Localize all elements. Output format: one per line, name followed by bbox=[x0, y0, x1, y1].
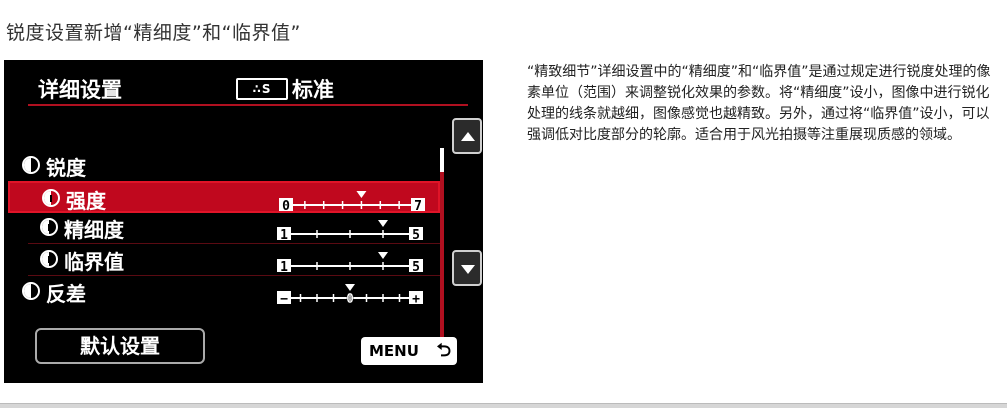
sharpness-icon bbox=[22, 156, 40, 174]
arrow-up-icon bbox=[461, 132, 475, 141]
scrollbar-track[interactable] bbox=[440, 148, 444, 344]
slider-min-label: 1 bbox=[280, 228, 288, 240]
slider-max-label: 5 bbox=[412, 228, 420, 240]
slider-max-label: + bbox=[412, 292, 420, 304]
slider-min-label-box bbox=[277, 259, 291, 272]
arrow-down-icon bbox=[461, 265, 475, 274]
slider-max-label-box bbox=[409, 291, 423, 304]
bottom-divider bbox=[0, 403, 1007, 408]
menu-row-4[interactable]: 反差 − +0 bbox=[8, 276, 440, 308]
menu-return-button[interactable]: MENU ⮌ bbox=[361, 337, 457, 365]
menu-row-0[interactable]: 锐度 bbox=[8, 150, 440, 182]
picture-style-icon: ∴S bbox=[236, 78, 288, 100]
default-settings-button[interactable]: 默认设置 bbox=[35, 328, 205, 364]
row-divider bbox=[28, 243, 440, 244]
screen-header: 详细设置 ∴S 标准 bbox=[4, 60, 483, 106]
header-divider bbox=[28, 104, 468, 106]
header-title: 详细设置 bbox=[38, 78, 122, 102]
slider-min-label: 0 bbox=[282, 199, 290, 211]
strength-icon bbox=[42, 189, 60, 207]
scrollbar-thumb[interactable] bbox=[440, 148, 444, 172]
menu-row-label: 锐度 bbox=[46, 156, 86, 180]
return-icon: ⮌ bbox=[436, 340, 451, 361]
slider-min-label-box bbox=[279, 198, 293, 211]
slider-value-marker bbox=[356, 191, 367, 198]
slider-value-marker bbox=[345, 284, 355, 291]
slider-max-label-box bbox=[409, 227, 423, 240]
threshold-icon bbox=[40, 250, 58, 268]
slider-max-label: 7 bbox=[414, 199, 422, 211]
slider-value-marker bbox=[378, 220, 388, 227]
slider-min-label-box bbox=[277, 291, 291, 304]
description-text: “精致细节”详细设置中的“精细度”和“临界值”是通过规定进行锐度处理的像素单位（… bbox=[527, 64, 991, 143]
slider-min-label: − bbox=[280, 292, 288, 304]
scroll-up-button[interactable] bbox=[452, 118, 482, 154]
slider-min-label-box bbox=[277, 227, 291, 240]
fineness-icon bbox=[40, 218, 58, 236]
menu-row-label: 临界值 bbox=[64, 250, 124, 274]
page-title: 锐度设置新增“精细度”和“临界值” bbox=[6, 22, 301, 44]
picture-style-name: 标准 bbox=[292, 78, 334, 102]
slider[interactable]: − +0 bbox=[274, 284, 424, 304]
scroll-down-button[interactable] bbox=[452, 250, 482, 286]
menu-label: MENU bbox=[369, 342, 419, 360]
contrast-icon bbox=[22, 282, 40, 300]
slider-min-label: 1 bbox=[280, 260, 288, 272]
menu-row-label: 强度 bbox=[66, 189, 106, 213]
slider-value-marker bbox=[378, 252, 388, 259]
slider-center-label: 0 bbox=[346, 292, 354, 304]
picture-style-indicator: ∴S 标准 bbox=[236, 74, 334, 104]
slider-max-label-box bbox=[409, 259, 423, 272]
row-divider bbox=[28, 275, 440, 276]
menu-row-label: 精细度 bbox=[64, 218, 124, 242]
slider-max-label-box bbox=[411, 198, 425, 211]
slider-max-label: 5 bbox=[412, 260, 420, 272]
menu-row-label: 反差 bbox=[46, 282, 86, 306]
